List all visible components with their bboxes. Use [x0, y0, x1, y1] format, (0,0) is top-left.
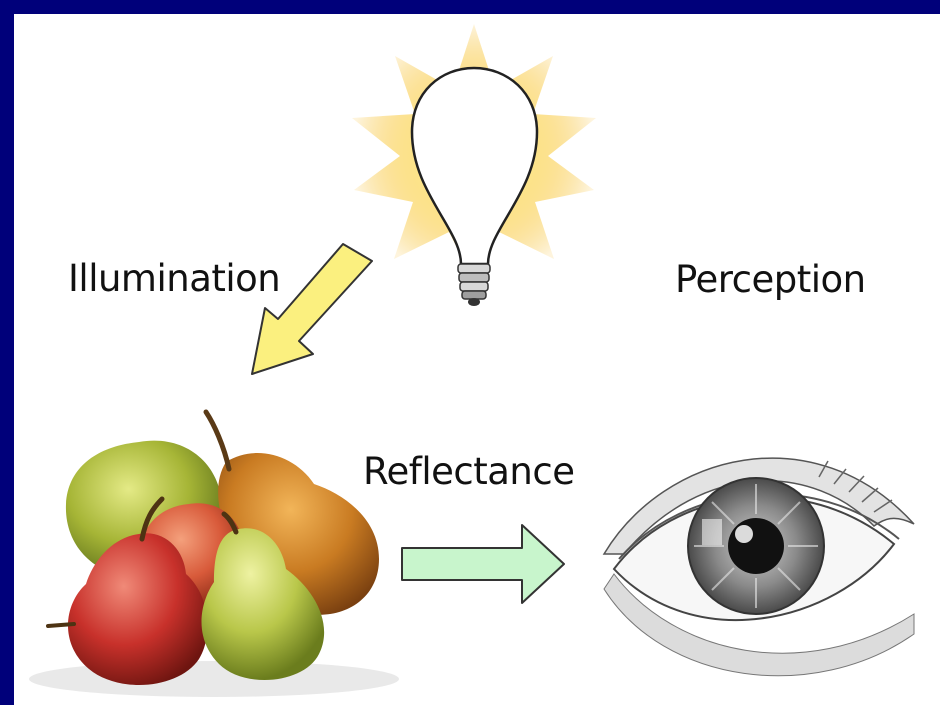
illumination-arrow-icon: [251, 243, 373, 375]
bulb-base: [457, 263, 491, 306]
slide-canvas: Illumination Perception Reflectance: [14, 14, 940, 705]
lightbulb-icon: [352, 24, 596, 306]
reflectance-arrow-icon: [401, 524, 565, 604]
eye-icon: [602, 457, 915, 677]
reflectance-label: Reflectance: [363, 450, 575, 493]
bulb-glass: [410, 66, 539, 266]
perception-label: Perception: [675, 258, 866, 301]
illumination-label: Illumination: [68, 257, 281, 300]
pears-icon: [29, 409, 399, 697]
